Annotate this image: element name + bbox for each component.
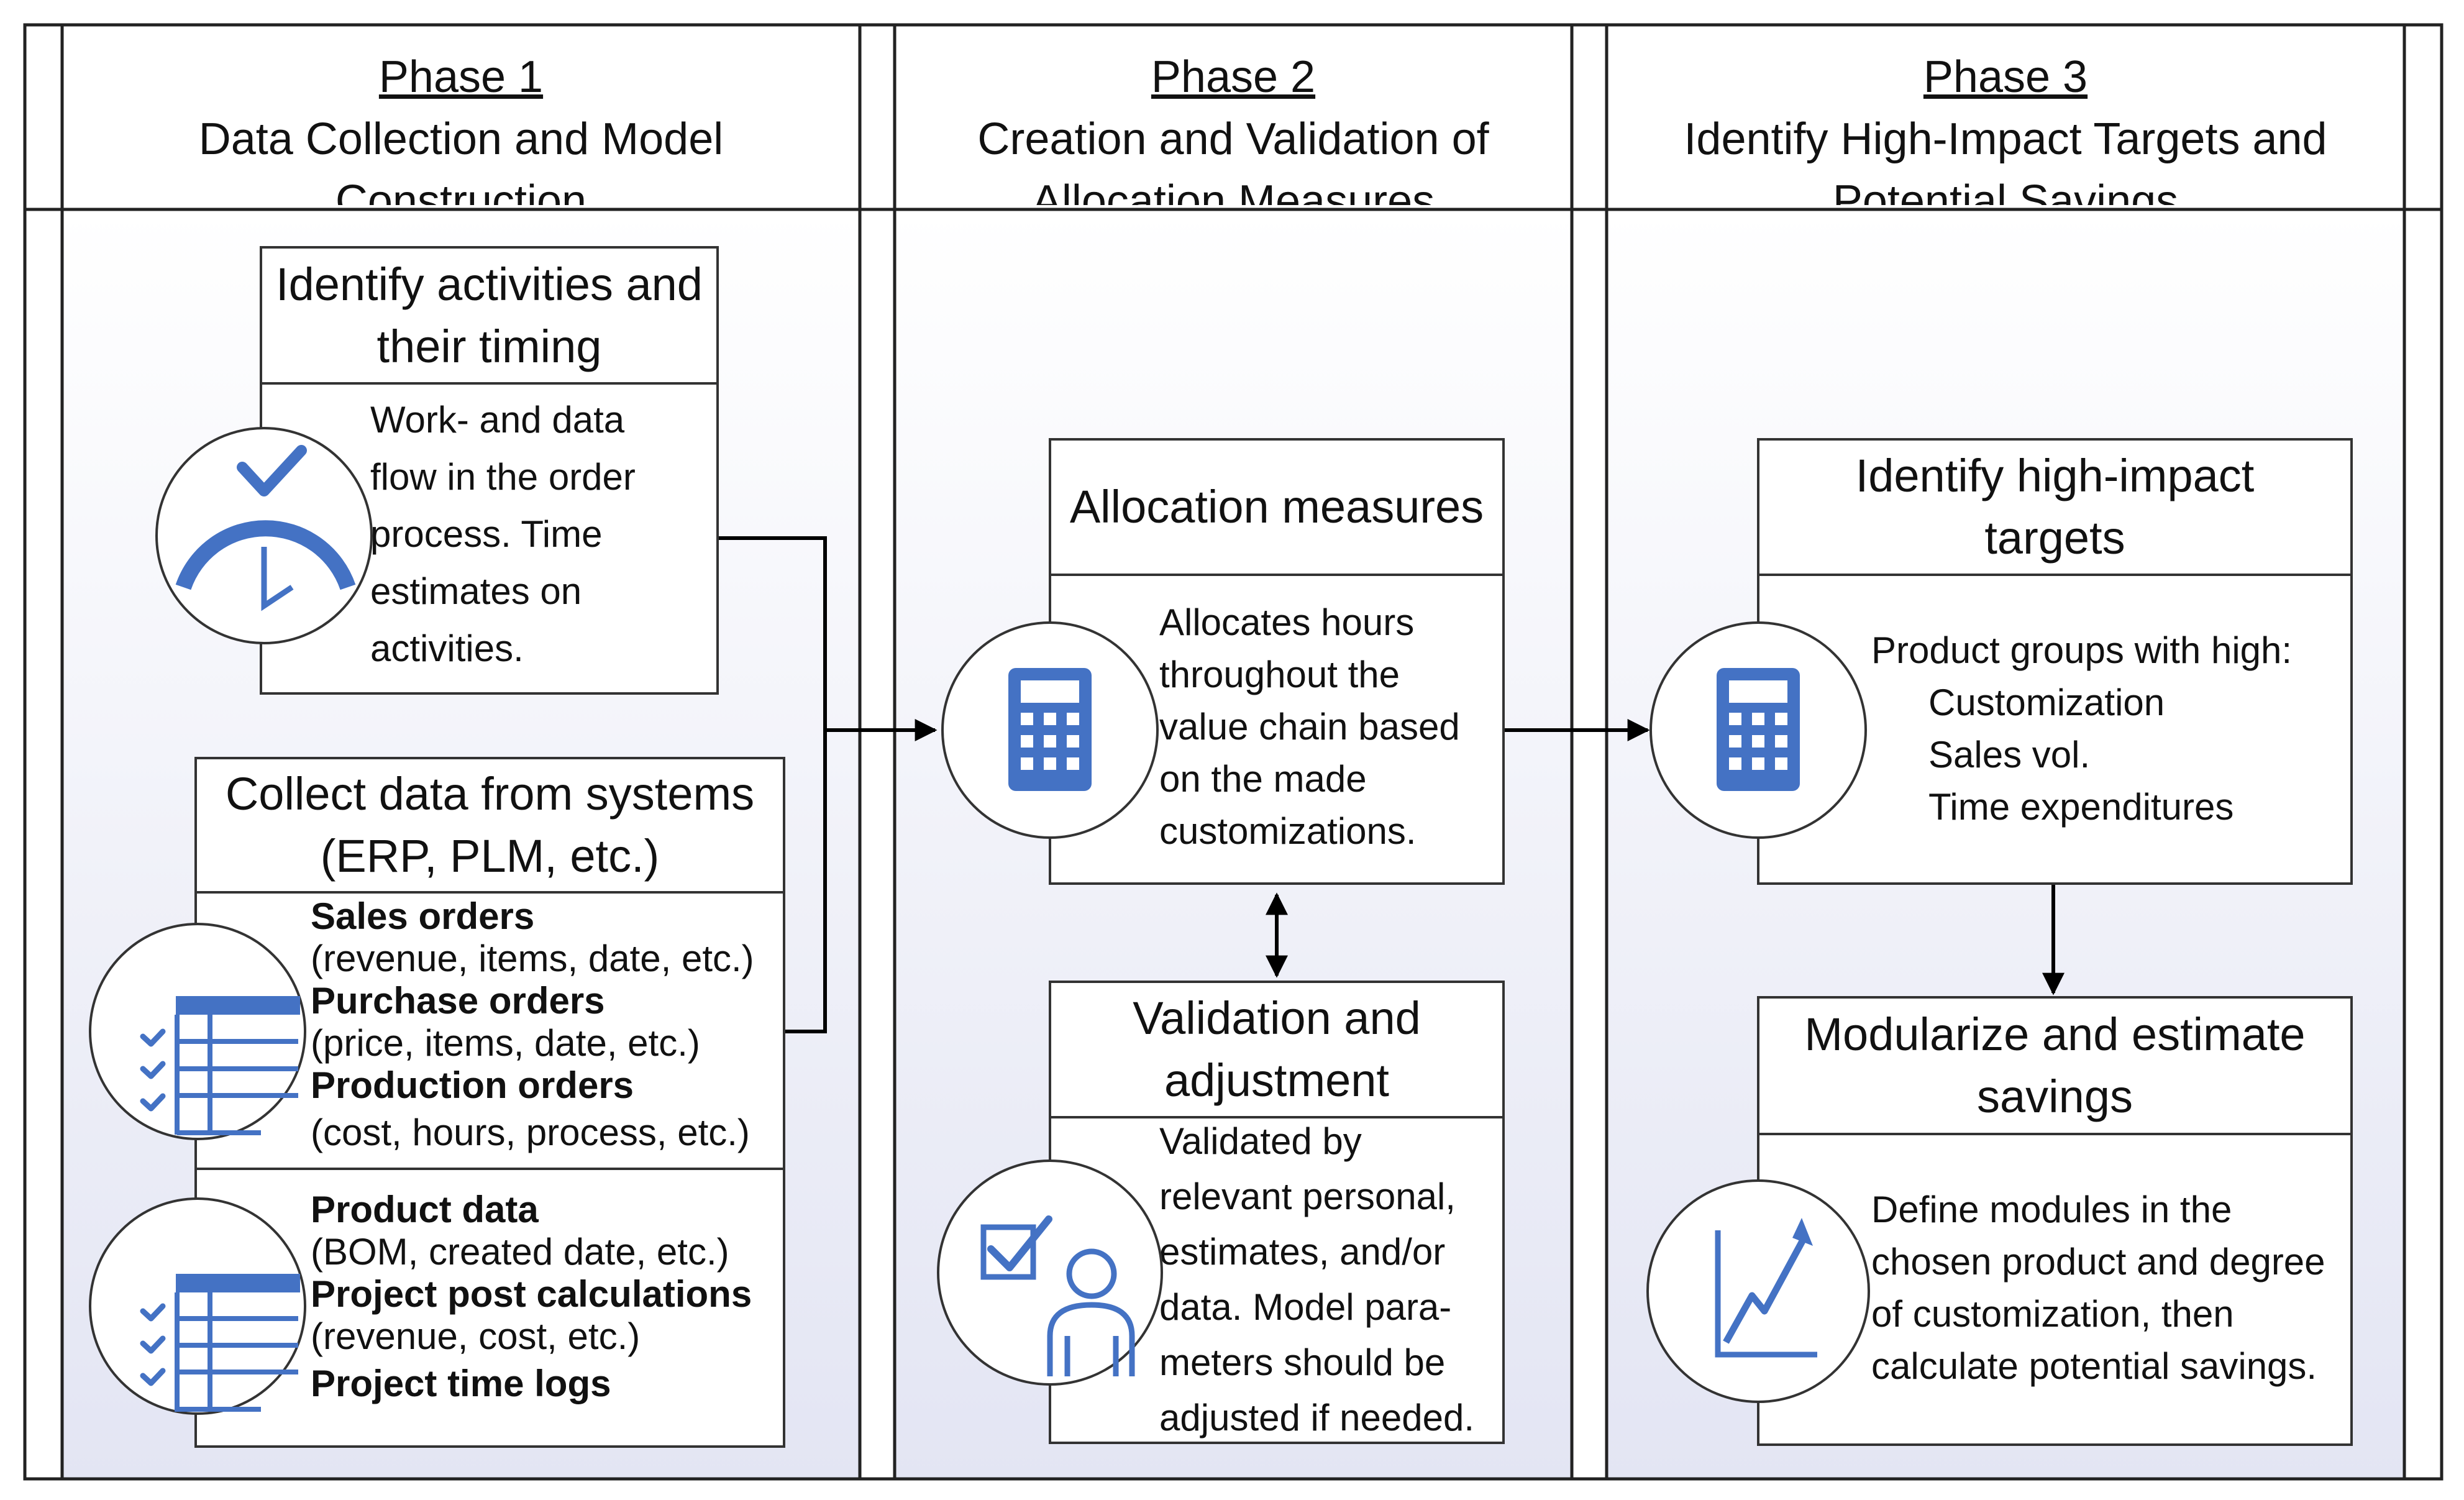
- targets-title-line2: targets: [1984, 512, 2125, 564]
- allocation-title: Allocation measures: [1069, 481, 1484, 533]
- validation-body-line: adjusted if needed.: [1159, 1397, 1475, 1438]
- phase3-title-line2: Potential Savings: [1832, 176, 2179, 205]
- phase2-connectors: [1266, 719, 1650, 978]
- activities-title-line1: Identify activities and: [276, 258, 703, 310]
- targets-item: Time expenditures: [1928, 786, 2234, 828]
- collect-title: Collect data from systems (ERP, PLM, etc…: [196, 758, 784, 892]
- checklist-table-icon: [89, 923, 306, 1140]
- calculator-icon: [1650, 621, 1867, 839]
- targets-intro: Product groups with high:: [1871, 629, 2293, 671]
- product-data-detail: (BOM, created date, etc.): [311, 1231, 729, 1273]
- phase3-header: Phase 3 Identify High-Impact Targets and…: [1613, 25, 2398, 205]
- allocation-body-line: customizations.: [1159, 810, 1417, 852]
- validation-body-line: relevant personal,: [1159, 1176, 1456, 1217]
- activities-title: Identify activities and their timing: [261, 247, 718, 383]
- validation-body-line: data. Model para-: [1159, 1286, 1452, 1328]
- collect-title-line1: Collect data from systems: [225, 768, 755, 820]
- project-post-calculations-label: Project post calculations: [311, 1273, 752, 1315]
- allocation-body: Allocates hours throughout the value cha…: [1159, 597, 1501, 857]
- phase2-header: Phase 2 Creation and Validation of Alloc…: [901, 25, 1566, 205]
- activities-body: Work- and data flow in the order process…: [370, 391, 715, 677]
- modularize-title-line1: Modularize and estimate: [1804, 1008, 2306, 1060]
- phase1-connectors: [718, 536, 938, 1033]
- activities-body-line: Work- and data: [370, 399, 625, 441]
- production-orders-label: Production orders: [311, 1064, 634, 1106]
- line-chart-icon: [1646, 1179, 1870, 1403]
- calculator-icon: [941, 621, 1159, 839]
- validation-body-line: Validated by: [1159, 1120, 1362, 1162]
- modularize-body-line: Define modules in the: [1871, 1189, 2232, 1230]
- production-orders-detail: (cost, hours, process, etc.): [311, 1112, 750, 1153]
- modularize-box: [1757, 996, 2353, 1446]
- activities-title-line2: their timing: [376, 320, 602, 372]
- validation-body-line: estimates, and/or: [1159, 1231, 1446, 1273]
- person-checkbox-icon: [937, 1159, 1163, 1386]
- allocation-body-line: Allocates hours: [1159, 601, 1415, 643]
- swimlane-frame: [23, 23, 2443, 1481]
- purchase-orders-detail: (price, items, date, etc.): [311, 1022, 700, 1064]
- validation-title: Validation and adjustment: [1050, 982, 1503, 1117]
- phase1-title-line1: Data Collection and Model: [198, 114, 724, 164]
- phase1-header: Phase 1 Data Collection and Model Constr…: [68, 25, 854, 205]
- modularize-body-line: calculate potential savings.: [1871, 1345, 2317, 1387]
- targets-title: Identify high-impact targets: [1758, 439, 2352, 575]
- sales-orders-detail: (revenue, items, date, etc.): [311, 938, 754, 979]
- project-time-logs-label: Project time logs: [311, 1363, 611, 1404]
- allocation-body-line: on the made: [1159, 758, 1367, 800]
- activities-body-line: activities.: [370, 628, 524, 669]
- activities-body-line: flow in the order: [370, 456, 636, 498]
- sales-orders-label: Sales orders: [311, 895, 535, 937]
- modularize-body-line: of customization, then: [1871, 1293, 2234, 1335]
- project-post-calculations-detail: (revenue, cost, etc.): [311, 1315, 641, 1357]
- phase2-title-line1: Creation and Validation of: [977, 114, 1489, 164]
- product-data-label: Product data: [311, 1189, 539, 1230]
- targets-body: Product groups with high: Customization …: [1871, 624, 2350, 833]
- phase1-label: Phase 1: [378, 52, 544, 102]
- phase3-label: Phase 3: [1923, 52, 2088, 102]
- targets-item: Sales vol.: [1928, 734, 2091, 775]
- validation-body-line: meters should be: [1159, 1342, 1446, 1383]
- modularize-title-line2: savings: [1977, 1071, 2133, 1122]
- activities-body-line: process. Time: [370, 513, 603, 555]
- purchase-orders-label: Purchase orders: [311, 980, 605, 1022]
- validation-title-line2: adjustment: [1164, 1054, 1389, 1106]
- allocation-body-line: throughout the: [1159, 654, 1400, 695]
- checklist-table-icon: [89, 1197, 306, 1415]
- collect-title-line2: (ERP, PLM, etc.): [320, 830, 660, 882]
- phase3-title-line1: Identify High-Impact Targets and: [1684, 114, 2327, 164]
- phase2-title-line2: Allocation Measures: [1031, 176, 1435, 205]
- modularize-title: Modularize and estimate savings: [1758, 997, 2352, 1134]
- phase1-title-line2: Construction: [335, 176, 587, 205]
- targets-box: [1757, 438, 2353, 885]
- modularize-body-line: chosen product and degree: [1871, 1241, 2325, 1283]
- validation-body: Validated by relevant personal, estimate…: [1159, 1114, 1503, 1443]
- validation-title-line1: Validation and: [1133, 992, 1421, 1044]
- targets-title-line1: Identify high-impact: [1855, 450, 2255, 501]
- phase2-label: Phase 2: [1151, 52, 1316, 102]
- collect-section1: Sales orders (revenue, items, date, etc.…: [311, 895, 783, 1153]
- activities-body-line: estimates on: [370, 570, 582, 612]
- modularize-body: Define modules in the chosen product and…: [1871, 1184, 2352, 1393]
- targets-item: Customization: [1928, 682, 2165, 723]
- collect-section2: Product data (BOM, created date, etc.) P…: [311, 1188, 783, 1406]
- allocation-body-line: value chain based: [1159, 706, 1460, 748]
- clock-check-icon: [155, 427, 373, 644]
